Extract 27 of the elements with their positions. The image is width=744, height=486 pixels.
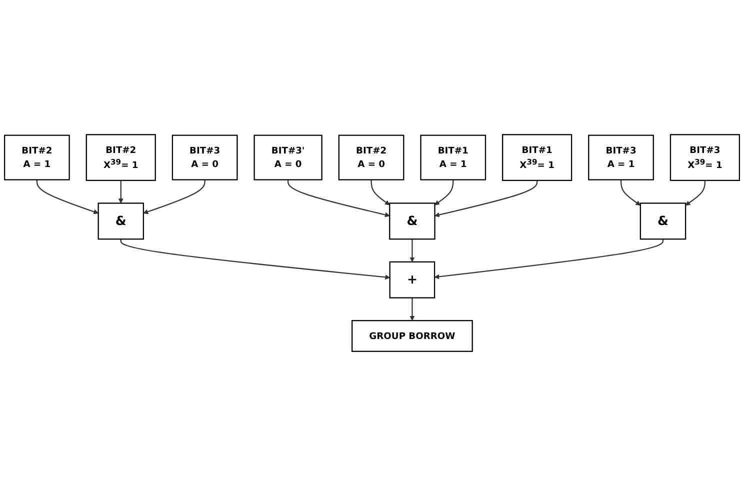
- node-box: &: [389, 202, 436, 240]
- arrow: [434, 239, 664, 280]
- node-box: +: [389, 261, 436, 298]
- node-box: BIT#3 A = 0: [172, 134, 238, 180]
- node-box: BIT#3' A = 0: [254, 134, 322, 180]
- node-box: BIT#1 A = 1: [420, 134, 486, 180]
- arrow: [120, 239, 390, 280]
- arrow: [685, 180, 706, 206]
- arrow: [434, 180, 454, 206]
- node-box: &: [98, 202, 144, 240]
- node-box: BIT#2 A = 0: [338, 134, 404, 180]
- node-box: BIT#2 X$^{39}$= 1: [86, 134, 156, 181]
- node-box: &: [640, 202, 686, 240]
- arrow: [410, 298, 415, 321]
- arrow: [36, 180, 99, 214]
- node-box: GROUP BORROW: [352, 320, 473, 352]
- node-box: BIT#3 X$^{39}$= 1: [670, 134, 740, 181]
- arrow: [410, 239, 415, 262]
- node-box: BIT#1 X$^{39}$= 1: [502, 134, 572, 181]
- arrow: [287, 180, 390, 218]
- node-box: BIT#2 A = 1: [4, 134, 70, 180]
- arrow: [118, 180, 124, 204]
- arrow: [370, 180, 390, 206]
- arrow: [620, 180, 641, 206]
- node-box: BIT#3 A = 1: [588, 134, 654, 180]
- arrow: [434, 180, 538, 218]
- arrow: [143, 180, 206, 214]
